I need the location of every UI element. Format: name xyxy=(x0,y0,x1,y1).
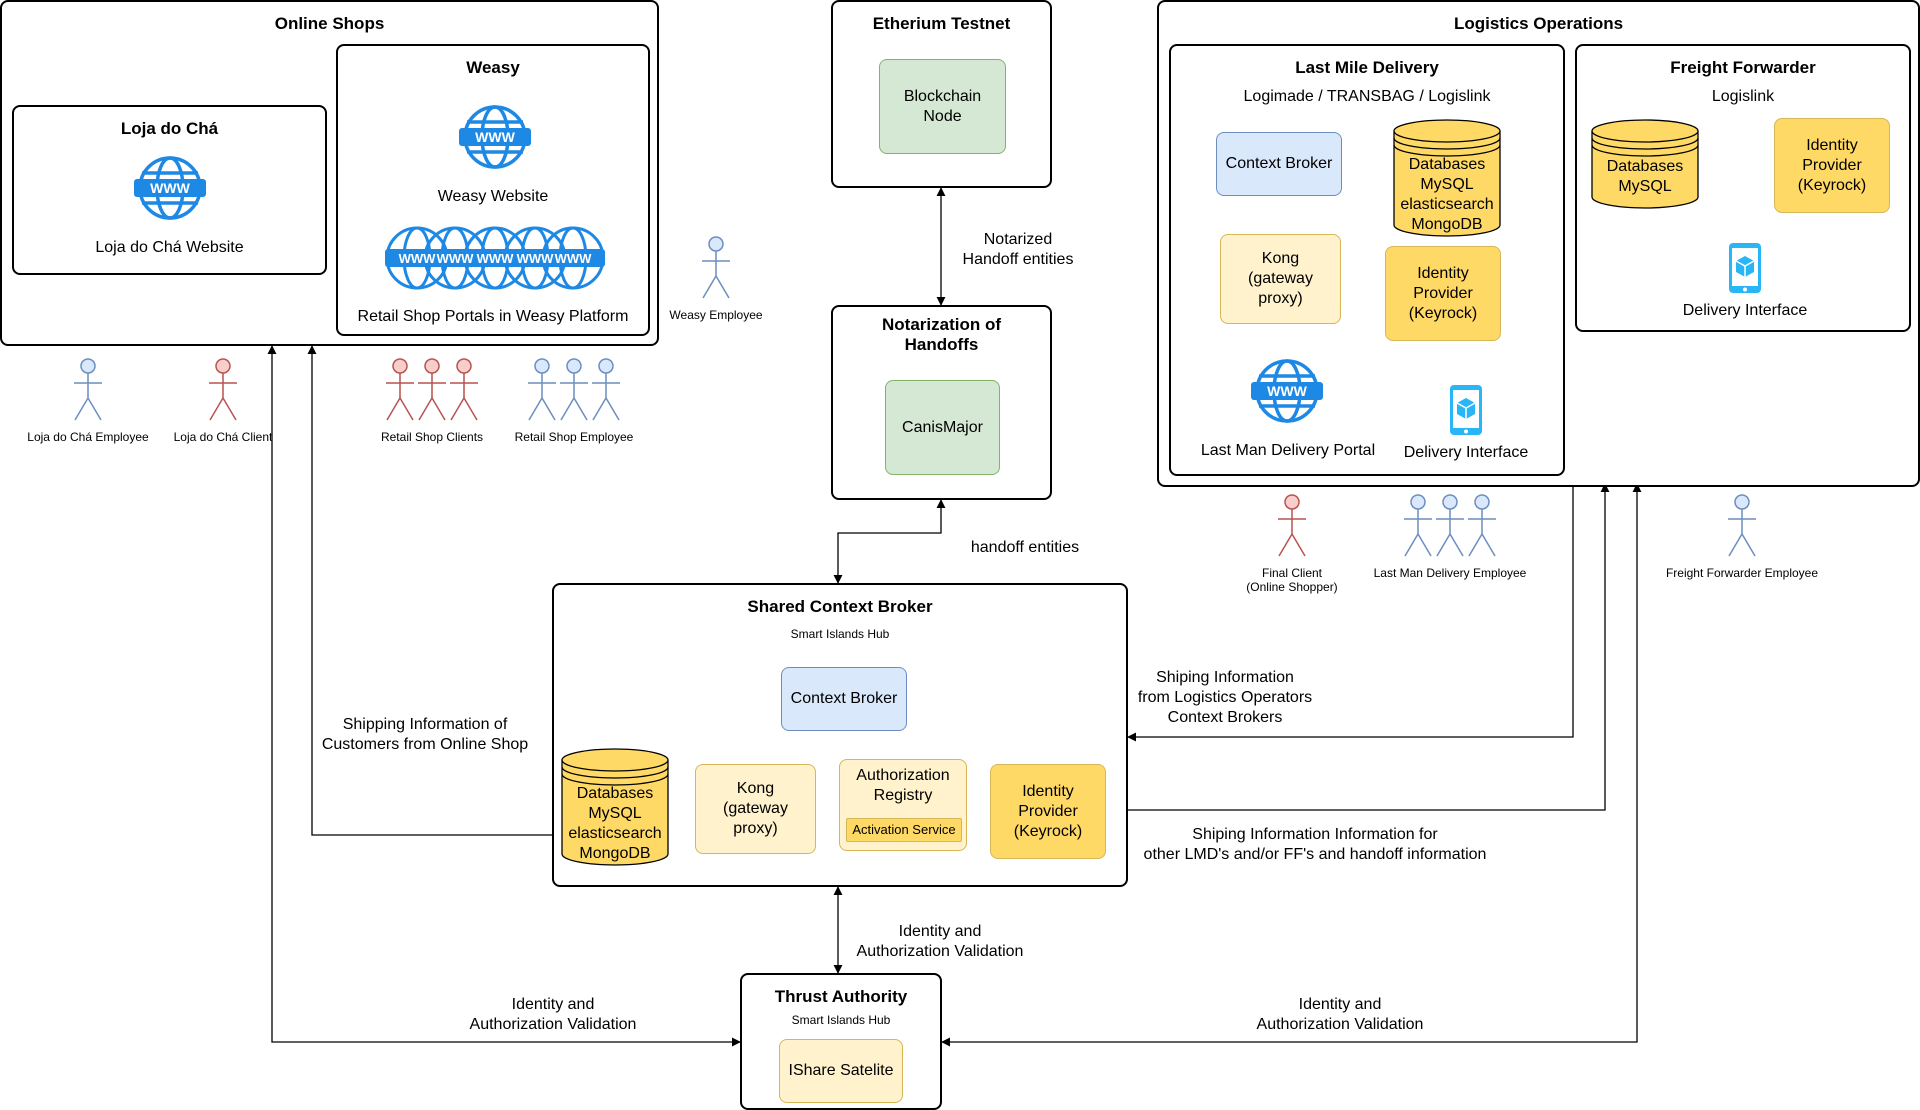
weasy-group: Weasy WWW Weasy Website xyxy=(336,44,650,336)
lmd-employee-icon xyxy=(1404,494,1496,557)
final-client-icon xyxy=(1278,494,1306,557)
edge-logistics-thrust xyxy=(941,483,1642,1047)
loja-title: Loja do Chá xyxy=(120,119,219,138)
lmd-identity-provider: Identity Provider (Keyrock) xyxy=(1385,246,1501,341)
lmd-employee-label: Last Man Delivery Employee xyxy=(1373,566,1527,580)
edge-label-shipping-customers: Shipping Information of Customers from O… xyxy=(321,716,529,753)
weasy-website-label: Weasy Website xyxy=(437,188,549,205)
loja-employee-label: Loja do Chá Employee xyxy=(27,430,149,444)
weasy-employee-icon xyxy=(702,236,730,299)
freight-title: Freight Forwarder xyxy=(1670,58,1816,77)
notarization-group: Notarization of Handoffs CanisMajor xyxy=(831,305,1052,500)
ethereum-title: Etherium Testnet xyxy=(872,14,1011,33)
svg-text:WWW: WWW xyxy=(399,251,437,266)
thrust-title: Thrust Authority xyxy=(774,987,908,1006)
edge-label-identity-center: Identity and Authorization Validation xyxy=(856,923,1024,960)
ethereum-group: Etherium Testnet Blockchain Node xyxy=(831,0,1052,188)
weasy-employee-label: Weasy Employee xyxy=(669,308,763,322)
edge-label-shipping-other: Shiping Information Information for othe… xyxy=(1143,826,1487,863)
edge-notarization-broker xyxy=(833,499,946,584)
ff-databases: Databases MySQL xyxy=(1591,119,1699,209)
thrust-subtitle: Smart Islands Hub xyxy=(791,1013,891,1027)
ff-employee-icon xyxy=(1728,494,1756,557)
shared-identity-provider: Identity Provider (Keyrock) xyxy=(990,764,1106,859)
logistics-title: Logistics Operations xyxy=(1453,14,1624,33)
freight-forwarder-group: Freight Forwarder Logislink Databases My… xyxy=(1575,44,1911,332)
lmd-databases-label: Databases MySQL elasticsearch MongoDB xyxy=(1400,156,1494,233)
logistics-group: Logistics Operations Last Mile Delivery … xyxy=(1157,0,1920,487)
svg-text:WWW: WWW xyxy=(477,251,515,266)
lmd-kong: Kong (gateway proxy) xyxy=(1220,234,1341,324)
lmd-databases: Databases MySQL elasticsearch MongoDB xyxy=(1393,119,1501,237)
svg-text:WWW: WWW xyxy=(475,129,515,145)
loja-employee-icon xyxy=(74,358,102,421)
svg-text:WWW: WWW xyxy=(437,251,475,266)
shared-databases-label: Databases MySQL elasticsearch MongoDB xyxy=(568,785,662,862)
loja-client-label: Loja do Chá Client xyxy=(173,430,273,444)
edge-label-identity-right: Identity and Authorization Validation xyxy=(1256,996,1424,1033)
freight-subtitle: Logislink xyxy=(1711,88,1775,105)
svg-text:WWW: WWW xyxy=(517,251,555,266)
edge-label-shipping-logistics: Shiping Information from Logistics Opera… xyxy=(1137,669,1313,726)
thrust-authority-group: Thrust Authority Smart Islands Hub IShar… xyxy=(740,973,942,1110)
svg-text:WWW: WWW xyxy=(150,180,190,196)
weasy-portals-label: Retail Shop Portals in Weasy Platform xyxy=(357,308,629,325)
edge-label-notarized: Notarized Handoff entities xyxy=(962,231,1074,268)
edge-broker-logistics xyxy=(1128,483,1610,811)
last-mile-title: Last Mile Delivery xyxy=(1295,58,1439,77)
last-mile-subtitle: Logimade / TRANSBAG / Logislink xyxy=(1243,88,1491,105)
retail-employee-icon xyxy=(528,358,620,421)
loja-client-icon xyxy=(209,358,237,421)
svg-text:WWW: WWW xyxy=(1267,383,1307,399)
mobile-app-icon xyxy=(1729,243,1761,293)
mobile-app-icon xyxy=(1450,385,1482,435)
shared-broker-title: Shared Context Broker xyxy=(747,597,933,616)
loja-website-label: Loja do Chá Website xyxy=(95,239,244,256)
canismajor: CanisMajor xyxy=(885,380,1000,475)
edge-label-handoff: handoff entities xyxy=(970,539,1080,556)
shared-broker-subtitle: Smart Islands Hub xyxy=(790,627,890,641)
edge-label-identity-left: Identity and Authorization Validation xyxy=(469,996,637,1033)
edge-onlineshops-thrust xyxy=(267,345,741,1047)
blockchain-node: Blockchain Node xyxy=(879,59,1006,154)
ff-databases-label: Databases MySQL xyxy=(1606,158,1684,195)
lmd-context-broker: Context Broker xyxy=(1216,132,1342,196)
loja-group: Loja do Chá WWW Loja do Chá Website xyxy=(12,105,327,275)
globe-www-icon: WWW xyxy=(1251,359,1323,423)
lmd-delivery-interface-label: Delivery Interface xyxy=(1403,444,1529,461)
shared-kong: Kong (gateway proxy) xyxy=(695,764,816,854)
svg-text:WWW: WWW xyxy=(555,251,593,266)
authorization-registry-label: Authorization Registry xyxy=(856,767,950,804)
notarization-title: Notarization of Handoffs xyxy=(882,315,1001,354)
shared-context-broker-group: Shared Context Broker Smart Islands Hub … xyxy=(552,583,1128,887)
ishare-satelite: IShare Satelite xyxy=(779,1039,903,1103)
retail-clients-icon xyxy=(386,358,478,421)
online-shops-title: Online Shops xyxy=(274,14,385,33)
shared-context-broker: Context Broker xyxy=(781,667,907,731)
ff-identity-provider: Identity Provider (Keyrock) xyxy=(1774,118,1890,213)
lmd-portal-label: Last Man Delivery Portal xyxy=(1200,442,1376,459)
online-shops-group: Online Shops Loja do Chá WWW Loja do Chá… xyxy=(0,0,659,346)
globe-www-icon: WWW xyxy=(459,105,531,169)
shared-databases: Databases MySQL elasticsearch MongoDB xyxy=(561,748,669,866)
ff-delivery-interface-label: Delivery Interface xyxy=(1682,302,1808,319)
globe-www-icon: WWW xyxy=(134,156,206,220)
final-client-label: Final Client (Online Shopper) xyxy=(1246,566,1338,594)
last-mile-group: Last Mile Delivery Logimade / TRANSBAG /… xyxy=(1169,44,1565,476)
activation-service: Activation Service xyxy=(846,818,962,842)
ff-employee-label: Freight Forwarder Employee xyxy=(1665,566,1819,580)
retail-clients-label: Retail Shop Clients xyxy=(380,430,484,444)
weasy-title: Weasy xyxy=(466,58,520,77)
authorization-registry: Authorization Registry Activation Servic… xyxy=(839,759,967,851)
retail-employee-label: Retail Shop Employee xyxy=(514,430,634,444)
